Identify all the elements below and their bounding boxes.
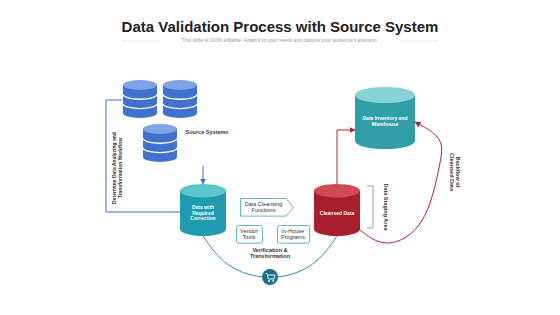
area-label: Data Staging Area xyxy=(383,177,389,237)
backflow-label: Backflow of Cleansed Data xyxy=(449,145,462,200)
cylinder-body xyxy=(123,85,157,118)
cylinder-body xyxy=(314,191,360,236)
arc-label: Verification & Transformation xyxy=(245,247,295,260)
node-label: Data with Required Correction xyxy=(183,205,223,222)
text-holder: Cleansed Data xyxy=(317,211,357,217)
warehouse-cylinder: Data Inventory and Warehouse xyxy=(355,87,415,149)
node-label: Vendor Tools xyxy=(240,228,259,241)
cylinder-top xyxy=(314,184,360,198)
database-group: Source Systems xyxy=(122,80,232,166)
arrow-outline-path xyxy=(241,198,294,216)
cylinder-stripe xyxy=(163,104,197,109)
node-label: In-House Programs xyxy=(281,228,306,241)
cylinder-stripe xyxy=(123,94,157,99)
database-cylinder: Cleansed Data xyxy=(314,184,360,236)
cart-wheel xyxy=(268,280,270,282)
workflow-label: Determine Data Analyzing and Transformat… xyxy=(112,131,124,206)
cylinder-top xyxy=(355,87,415,103)
cylinder-stripe xyxy=(143,148,177,153)
cart-glyph xyxy=(266,274,276,280)
cart-icon xyxy=(262,269,278,285)
node-label: Cleansed Data xyxy=(317,211,357,217)
cylinder-body xyxy=(180,191,226,236)
flow-arrow xyxy=(203,166,204,184)
title-rule xyxy=(122,41,160,42)
database-stack xyxy=(122,80,232,166)
tool-box: In-House Programs xyxy=(277,225,310,244)
cylinder-top xyxy=(123,80,157,90)
process-arrow-box: Data Cleansing Functions xyxy=(240,198,294,217)
subtitle-note: This slide is 100% editable. Adapt it to… xyxy=(162,38,398,44)
cylinder-top xyxy=(143,124,177,134)
icon-circle xyxy=(262,269,278,285)
database-cylinder: Data with Required Correction xyxy=(180,184,226,236)
cylinder-top xyxy=(163,80,197,90)
slide-title: Data Validation Process with Source Syst… xyxy=(0,18,560,35)
cylinder-body xyxy=(355,95,415,149)
cylinder-stripe xyxy=(163,94,197,99)
tool-box: Vendor Tools xyxy=(236,225,263,244)
cylinder-body xyxy=(163,85,197,118)
flow-arrow xyxy=(337,130,355,184)
node-label: Source Systems xyxy=(184,129,230,135)
cylinder-top xyxy=(180,184,226,198)
cylinder-stripe xyxy=(143,138,177,143)
title-rule xyxy=(400,41,438,42)
text-holder: Data Inventory and Warehouse xyxy=(358,116,412,128)
text-holder: Data with Required Correction xyxy=(183,205,223,222)
text-holder: Source Systems xyxy=(184,129,230,135)
box-outline-rect xyxy=(277,225,309,243)
staging-bracket xyxy=(367,186,373,228)
cart-wheel xyxy=(272,280,274,282)
box-outline-rect xyxy=(236,225,262,243)
cylinder-body xyxy=(143,129,177,162)
cylinder-stripe xyxy=(123,104,157,109)
node-label: Data Cleansing Functions xyxy=(244,201,283,214)
node-label: Data Inventory and Warehouse xyxy=(358,116,412,128)
